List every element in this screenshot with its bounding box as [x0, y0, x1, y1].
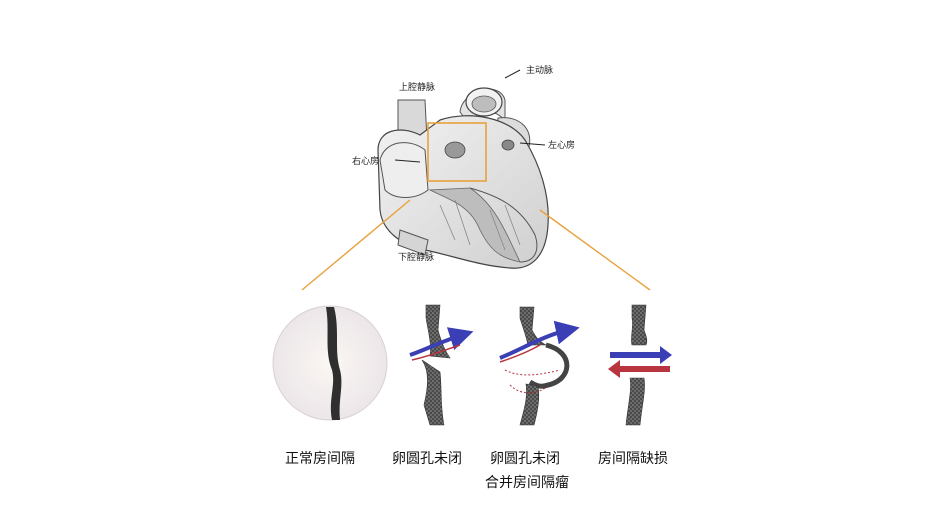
pfo-septum-lower [421, 359, 445, 426]
right-atrium [379, 142, 429, 198]
pfo-blue-arrow [409, 327, 474, 357]
caption-normal: 正常房间隔 [285, 451, 355, 467]
caption-pfo: 卵圆孔未闭 [392, 451, 462, 467]
caption-pfo-aneurysm-line2: 合并房间隔瘤 [485, 475, 569, 491]
asd-septum-lower [625, 377, 645, 426]
asa-septum-lower [519, 383, 540, 426]
asa-dashed-path [504, 369, 561, 376]
connector-right [539, 209, 651, 291]
pfo-aneurysm-panel [499, 306, 580, 426]
asa-blue-arrow [499, 320, 580, 360]
asd-blue-arrow [610, 346, 672, 364]
inferior-vena-cava-label: 下腔静脉 [398, 253, 435, 263]
normal-septum [326, 307, 342, 420]
caption-asd: 房间隔缺损 [598, 451, 668, 467]
heart-diagram [377, 69, 549, 269]
connector-left [301, 199, 411, 291]
septum-highlight-box [427, 122, 487, 182]
asd-red-arrow [608, 360, 670, 378]
pfo-red-arrow [411, 344, 461, 361]
aorta-label: 主动脉 [526, 66, 554, 76]
asd-septum-upper [631, 304, 648, 346]
ventricles [428, 187, 521, 263]
normal-septum-panel [272, 305, 388, 421]
caption-pfo-aneurysm-line1: 卵圆孔未闭 [490, 451, 560, 467]
superior-vena-cava-label: 上腔静脉 [399, 83, 436, 93]
asa-aneurysm [528, 342, 570, 389]
inferior-vena-cava [397, 229, 429, 256]
pfo-panel [409, 304, 474, 426]
asd-panel [608, 304, 672, 426]
right-atrium-label: 右心房 [352, 157, 380, 167]
left-atrium-label: 左心房 [548, 141, 576, 151]
asa-red-arrow [499, 344, 541, 363]
